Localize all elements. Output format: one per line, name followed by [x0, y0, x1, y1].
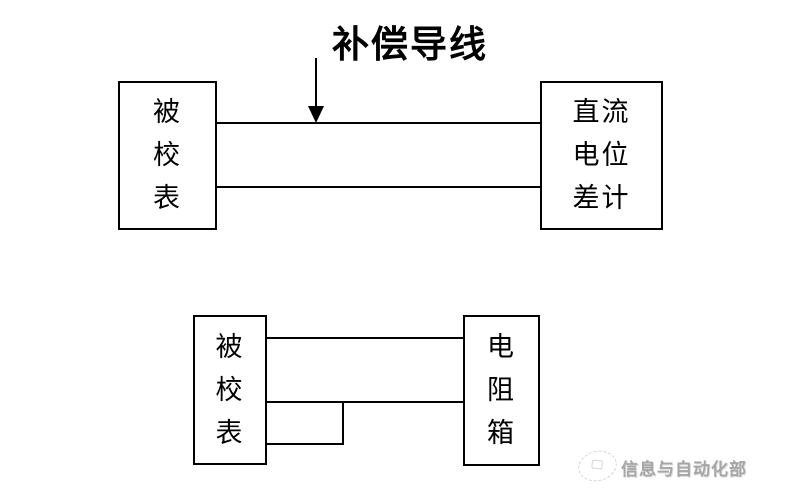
box-label-row: 电位 — [572, 140, 631, 170]
box-label-char: 表 — [153, 183, 182, 213]
box-label-char: 阻 — [487, 375, 516, 405]
watermark-logo-icon — [574, 446, 621, 486]
meter-under-test-box-bottom: 被 校 表 — [193, 315, 267, 465]
wire-top-lower — [217, 186, 540, 188]
wire-top-upper — [217, 122, 540, 124]
meter-under-test-box-top: 被 校 表 — [118, 81, 217, 230]
box-label-char: 被 — [153, 97, 182, 127]
wire-bottom-middle — [267, 401, 463, 403]
box-label-char: 校 — [215, 374, 245, 405]
arrow-shaft — [315, 58, 317, 107]
box-label-char: 箱 — [487, 418, 516, 448]
compensation-wire-label: 补偿导线 — [332, 25, 488, 66]
wire-bottom-vertical — [342, 401, 344, 445]
box-label-char: 校 — [153, 140, 182, 170]
wire-bottom-upper — [267, 337, 463, 339]
box-label-row: 差计 — [572, 183, 631, 213]
box-label-row: 直流 — [572, 97, 631, 127]
box-label-char: 电 — [487, 332, 516, 362]
box-label-char: 被 — [215, 331, 245, 362]
watermark-text: 信息与自动化部 — [621, 460, 747, 479]
resistance-box: 电 阻 箱 — [463, 315, 540, 466]
box-label-char: 表 — [215, 417, 245, 448]
wire-bottom-stub — [267, 443, 344, 445]
dc-potentiometer-box: 直流 电位 差计 — [540, 81, 663, 230]
arrow-head — [308, 106, 324, 123]
